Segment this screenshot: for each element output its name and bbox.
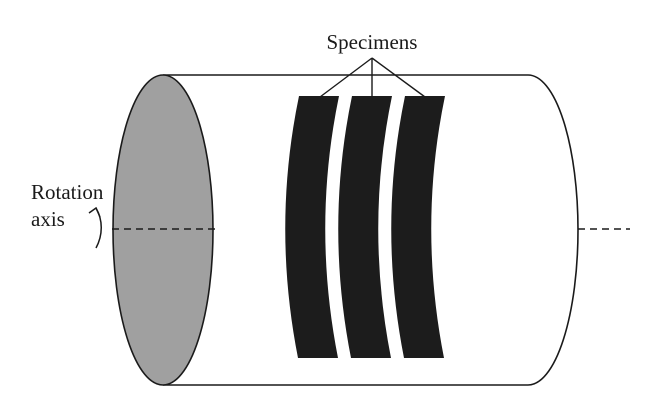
specimen-strip-3 bbox=[391, 96, 445, 358]
cylinder-end-cap bbox=[112, 74, 214, 386]
specimens-label: Specimens bbox=[327, 30, 418, 54]
specimen-strip-2 bbox=[338, 96, 392, 358]
specimen-group bbox=[285, 96, 445, 358]
rotation-axis-label-line1: Rotation bbox=[31, 180, 104, 204]
rotation-axis-label-line2: axis bbox=[31, 207, 65, 231]
cylinder-body bbox=[163, 74, 579, 386]
specimen-leader-1 bbox=[319, 57, 373, 98]
rotation-arrowhead bbox=[88, 206, 101, 218]
specimen-strip-1 bbox=[285, 96, 339, 358]
specimen-leader-3 bbox=[371, 57, 426, 98]
